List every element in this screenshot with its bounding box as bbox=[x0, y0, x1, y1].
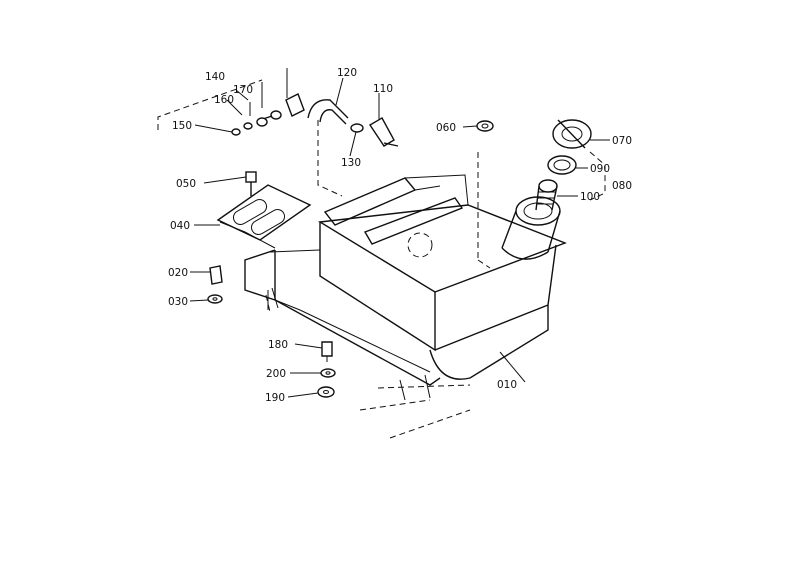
drain-plug-180 bbox=[321, 341, 333, 362]
label-020: 020 bbox=[168, 267, 188, 279]
label-120: 120 bbox=[337, 67, 357, 79]
washer-190 bbox=[317, 386, 335, 398]
label-090: 090 bbox=[590, 163, 610, 175]
label-010: 010 bbox=[497, 379, 517, 391]
label-200: 200 bbox=[266, 368, 286, 380]
gasket-090 bbox=[547, 155, 577, 175]
label-080: 080 bbox=[612, 180, 632, 192]
grommet-060 bbox=[476, 120, 494, 132]
label-150: 150 bbox=[172, 120, 192, 132]
hose-120 bbox=[307, 99, 349, 125]
part-labels: 010 020 030 040 050 060 070 080 090 100 … bbox=[168, 67, 632, 404]
label-060: 060 bbox=[436, 122, 456, 134]
label-070: 070 bbox=[612, 135, 632, 147]
label-050: 050 bbox=[176, 178, 196, 190]
fitting-110 bbox=[369, 117, 399, 147]
clip-130 bbox=[350, 123, 364, 133]
washer-200 bbox=[320, 368, 336, 378]
label-170: 170 bbox=[233, 84, 253, 96]
label-100: 100 bbox=[580, 191, 600, 203]
label-180: 180 bbox=[268, 339, 288, 351]
leader-lines bbox=[189, 77, 610, 398]
label-140: 140 bbox=[205, 71, 225, 83]
label-110: 110 bbox=[373, 83, 393, 95]
label-030: 030 bbox=[168, 296, 188, 308]
filler-cap-070 bbox=[552, 119, 592, 149]
dashed-guides bbox=[157, 79, 606, 439]
fuel-cock-assembly-140 bbox=[231, 68, 305, 136]
washer-030 bbox=[207, 294, 223, 304]
plug-020 bbox=[209, 265, 223, 285]
label-040: 040 bbox=[170, 220, 190, 232]
label-160: 160 bbox=[214, 94, 234, 106]
mounting-plate-040 bbox=[216, 184, 312, 249]
fuel-tank bbox=[244, 174, 567, 401]
strainer-100 bbox=[535, 179, 558, 211]
label-190: 190 bbox=[265, 392, 285, 404]
label-130: 130 bbox=[341, 157, 361, 169]
bolt-050 bbox=[245, 171, 257, 196]
